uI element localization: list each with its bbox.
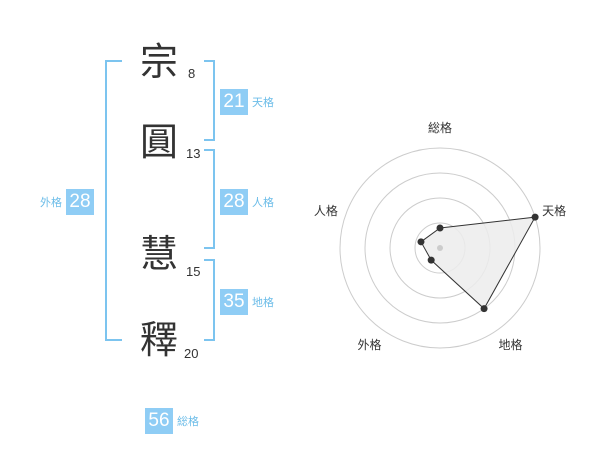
radar-series-polygon: [420, 216, 537, 310]
radar-axis-label-0: 総格: [428, 120, 452, 135]
stroke-count-4: 20: [184, 346, 199, 361]
name-char-3: 慧: [140, 232, 179, 276]
stroke-count-2: 13: [186, 146, 201, 161]
gaikaku-badge: 外格 28: [40, 189, 94, 215]
tenkaku-bracket: [204, 60, 215, 141]
radar-point-0: [436, 224, 444, 232]
gaikaku-value: 28: [66, 189, 94, 215]
radar-polygon-layer: [417, 213, 539, 313]
chikaku-label: 地格: [252, 296, 274, 309]
stroke-count-1: 8: [188, 66, 196, 81]
tenkaku-label: 天格: [252, 96, 274, 109]
soukaku-label: 総格: [177, 415, 199, 428]
radar-point-4: [417, 238, 425, 246]
chikaku-badge: 35 地格: [220, 289, 274, 315]
radar-axis-label-1: 天格: [542, 203, 566, 218]
radar-axis-label-2: 地格: [499, 337, 523, 352]
gaikaku-label: 外格: [40, 196, 62, 209]
radar-point-1: [531, 213, 539, 221]
radar-ring-4: [339, 147, 541, 349]
chikaku-bracket: [204, 259, 215, 341]
jinkaku-bracket: [204, 149, 215, 249]
gaikaku-bracket: [105, 60, 122, 341]
radar-center-dot: [437, 245, 443, 251]
chikaku-value: 35: [220, 289, 248, 315]
soukaku-badge: 56 総格: [145, 408, 199, 434]
name-char-2: 圓: [140, 120, 179, 164]
radar-axis-label-4: 人格: [314, 203, 338, 218]
jinkaku-badge: 28 人格: [220, 189, 274, 215]
soukaku-value: 56: [145, 408, 173, 434]
radar-point-2: [480, 305, 488, 313]
radar-point-3: [427, 256, 435, 264]
name-char-1: 宗: [140, 40, 179, 84]
tenkaku-value: 21: [220, 89, 248, 115]
tenkaku-badge: 21 天格: [220, 89, 274, 115]
name-char-4: 釋: [140, 318, 179, 362]
jinkaku-label: 人格: [252, 196, 274, 209]
radar-axis-label-3: 外格: [357, 337, 381, 352]
jinkaku-value: 28: [220, 189, 248, 215]
stroke-count-3: 15: [186, 264, 201, 279]
